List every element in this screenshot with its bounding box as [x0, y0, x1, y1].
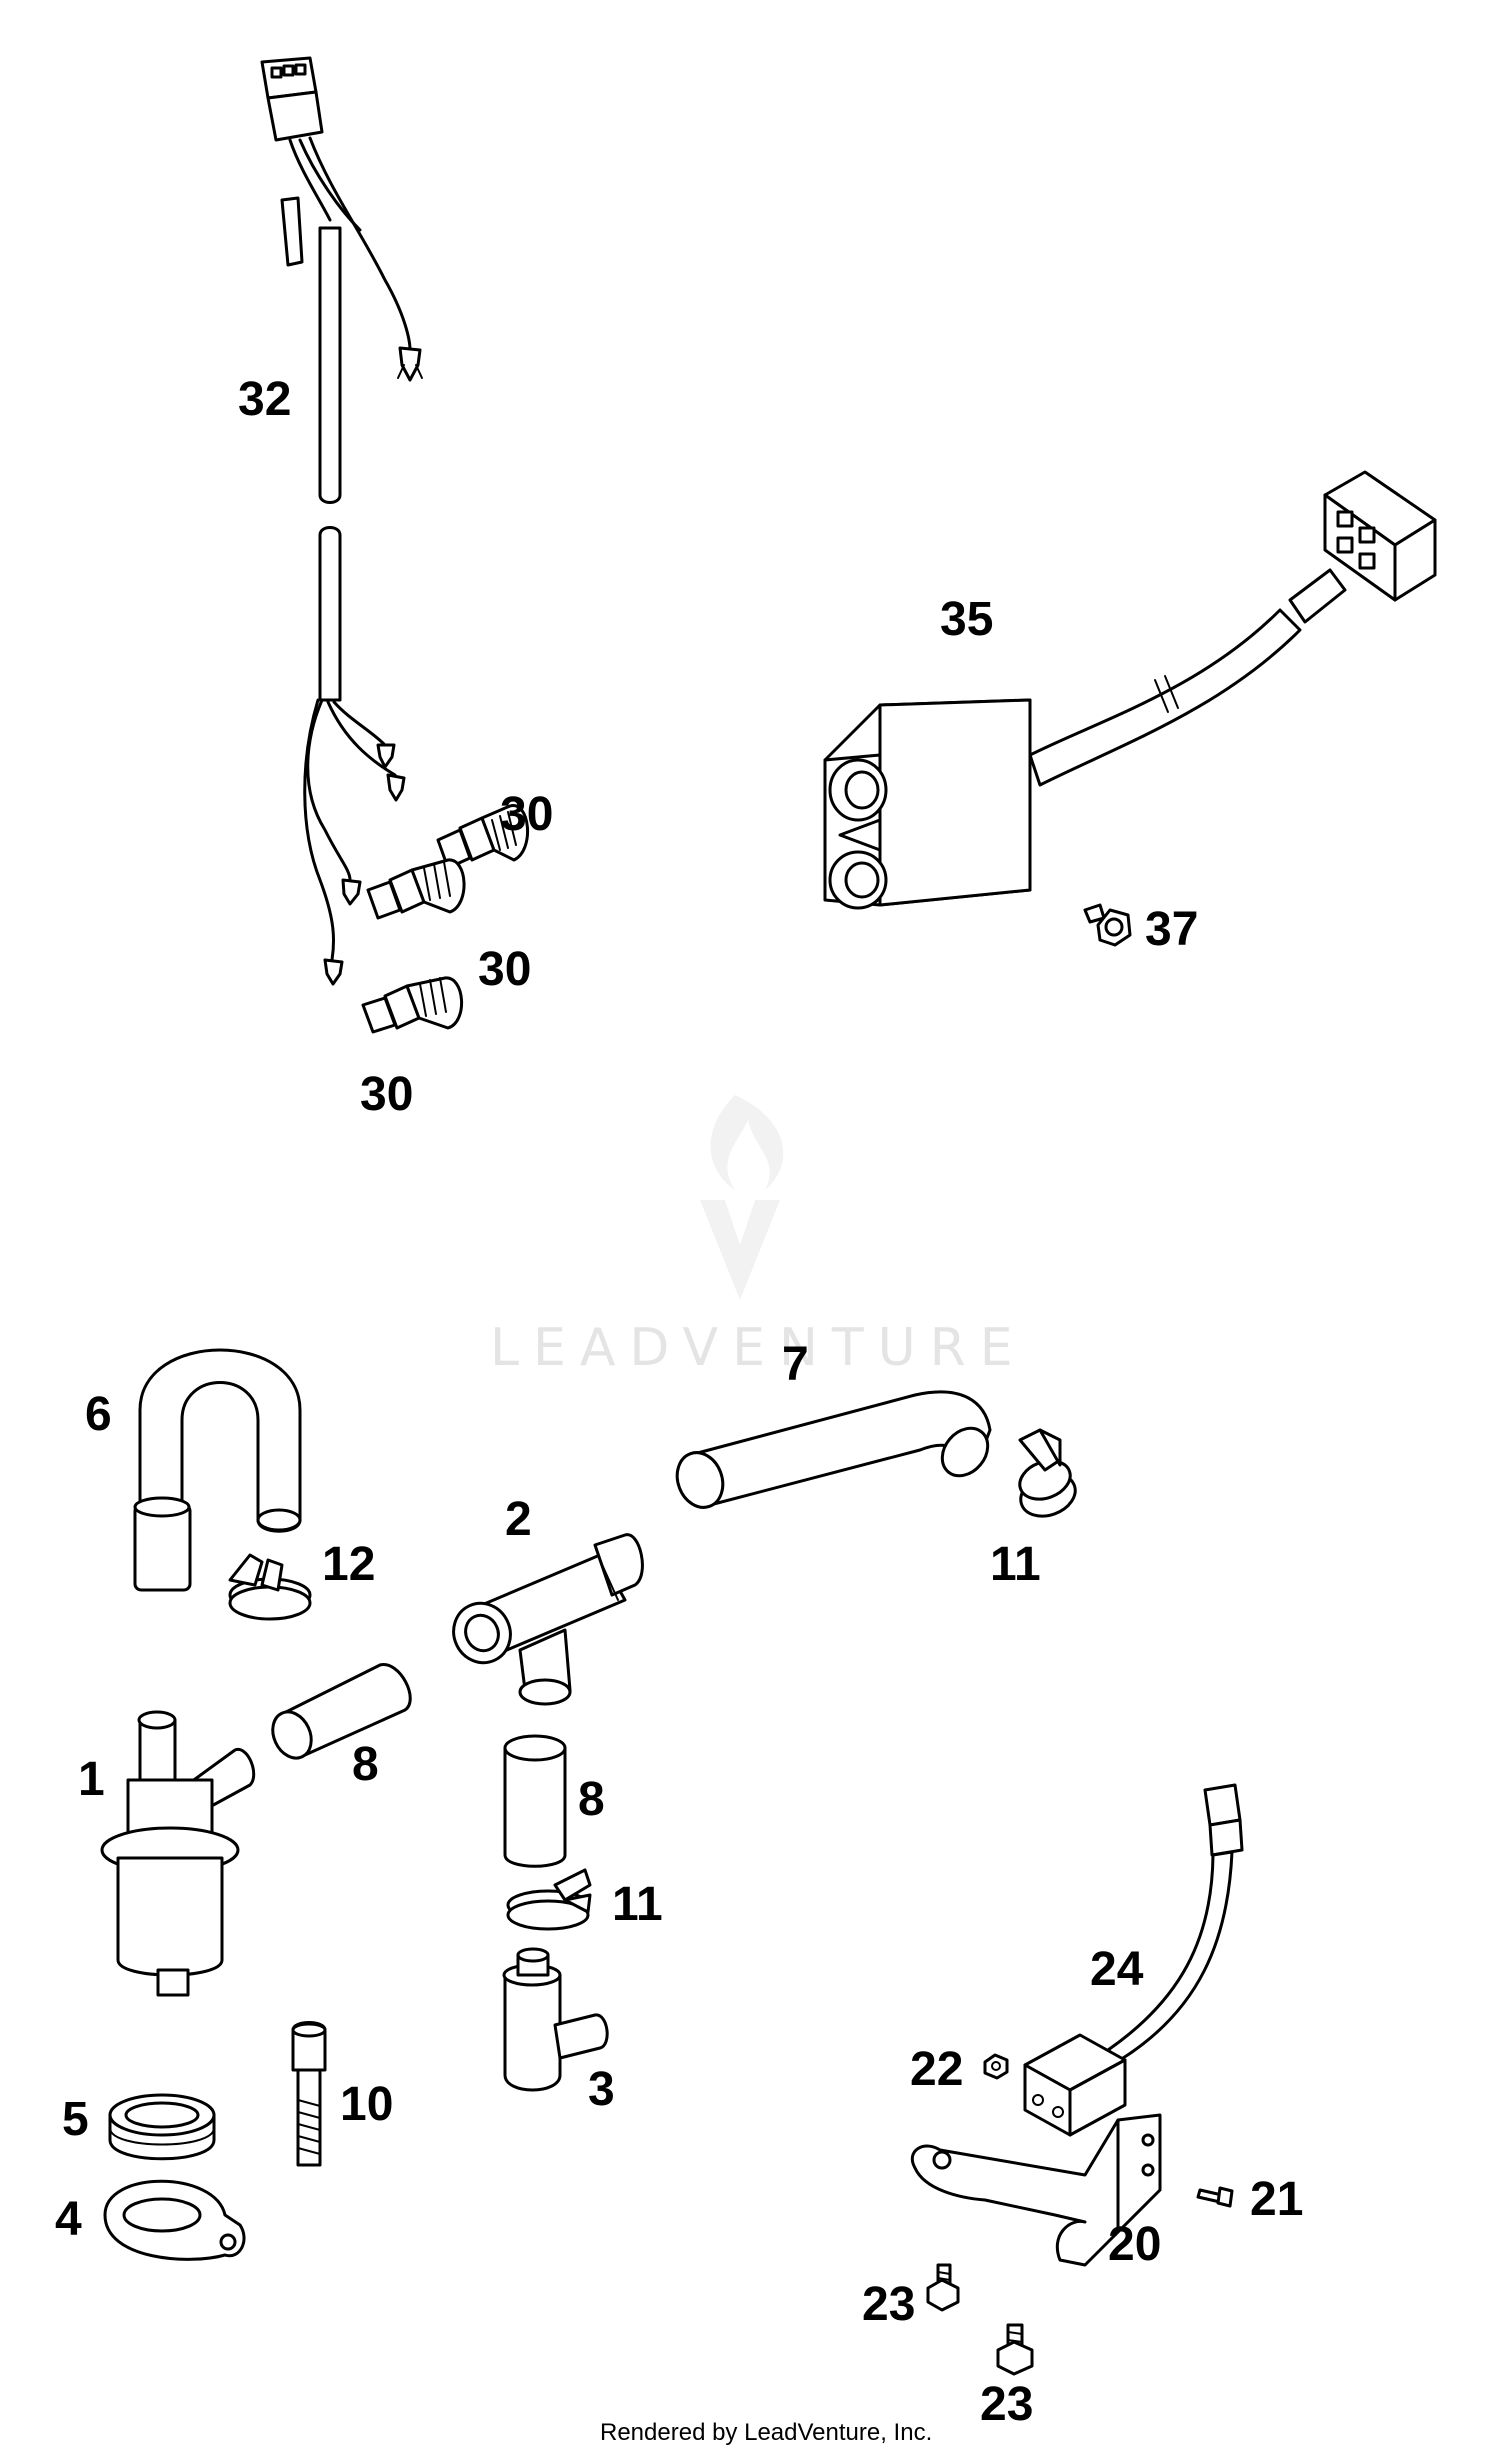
- part-30-sensor-a: [436, 804, 529, 870]
- part-11-clamp-bottom: [506, 1868, 592, 1931]
- part-label-5: 5: [62, 2093, 89, 2146]
- part-label-30-a: 30: [500, 788, 553, 841]
- part-label-23-b: 23: [980, 2378, 1033, 2431]
- part-label-22: 22: [910, 2043, 963, 2096]
- part-22-nut: [983, 2053, 1009, 2080]
- part-30-sensor-b: [366, 858, 466, 920]
- part-12-clamp: [228, 1553, 312, 1621]
- part-label-3: 3: [588, 2063, 615, 2116]
- part-label-4: 4: [55, 2193, 82, 2246]
- part-2-t-fitting: [452, 1533, 644, 1706]
- part-8-hose-b: [503, 1734, 567, 1868]
- part-label-8-a: 8: [352, 1738, 379, 1791]
- part-label-8-b: 8: [578, 1773, 605, 1826]
- part-21-small-screw: [1196, 2186, 1234, 2208]
- part-5-seal-ring: [108, 2093, 216, 2161]
- part-label-6: 6: [85, 1388, 112, 1441]
- part-37-screw: [1083, 903, 1132, 947]
- part-32-wire-harness: [260, 56, 423, 986]
- part-1-valve-body: [100, 1710, 256, 1997]
- part-4-gasket: [103, 2179, 246, 2261]
- part-10-bolt: [291, 2021, 327, 2167]
- part-7-elbow-hose: [675, 1390, 992, 1509]
- part-24-sensor-with-lead: [1023, 1783, 1244, 2137]
- part-3-elbow-fitting: [502, 1947, 609, 2092]
- part-label-32: 32: [238, 373, 291, 426]
- footer-credit: Rendered by LeadVenture, Inc.: [600, 2419, 932, 2446]
- part-label-24: 24: [1090, 1943, 1144, 1996]
- part-label-21: 21: [1250, 2173, 1303, 2226]
- watermark-logo-icon: [700, 1095, 784, 1300]
- watermark-text: LEADVENTURE: [490, 1318, 1027, 1378]
- part-23-screw-b: [996, 2323, 1034, 2376]
- part-30-sensor-c: [361, 976, 463, 1034]
- part-20-bracket: [911, 2113, 1162, 2267]
- part-8-hose-a: [271, 1663, 412, 1760]
- part-label-37: 37: [1145, 903, 1198, 956]
- part-11-clamp-top: [1018, 1428, 1077, 1518]
- part-label-7: 7: [782, 1338, 809, 1391]
- part-label-12: 12: [322, 1538, 375, 1591]
- part-6-u-hose: [133, 1348, 302, 1592]
- part-23-screw-a: [926, 2263, 960, 2312]
- part-label-11-bottom: 11: [612, 1878, 663, 1931]
- part-label-30-b: 30: [478, 943, 531, 996]
- part-35-control-unit: [823, 470, 1437, 910]
- part-label-20: 20: [1108, 2218, 1161, 2271]
- part-label-10: 10: [340, 2078, 393, 2131]
- part-label-30-c: 30: [360, 1068, 413, 1121]
- part-label-35: 35: [940, 593, 993, 646]
- part-label-2: 2: [505, 1493, 532, 1546]
- part-label-23-a: 23: [862, 2278, 915, 2331]
- part-label-1: 1: [78, 1753, 105, 1806]
- part-label-11-top: 11: [990, 1538, 1041, 1591]
